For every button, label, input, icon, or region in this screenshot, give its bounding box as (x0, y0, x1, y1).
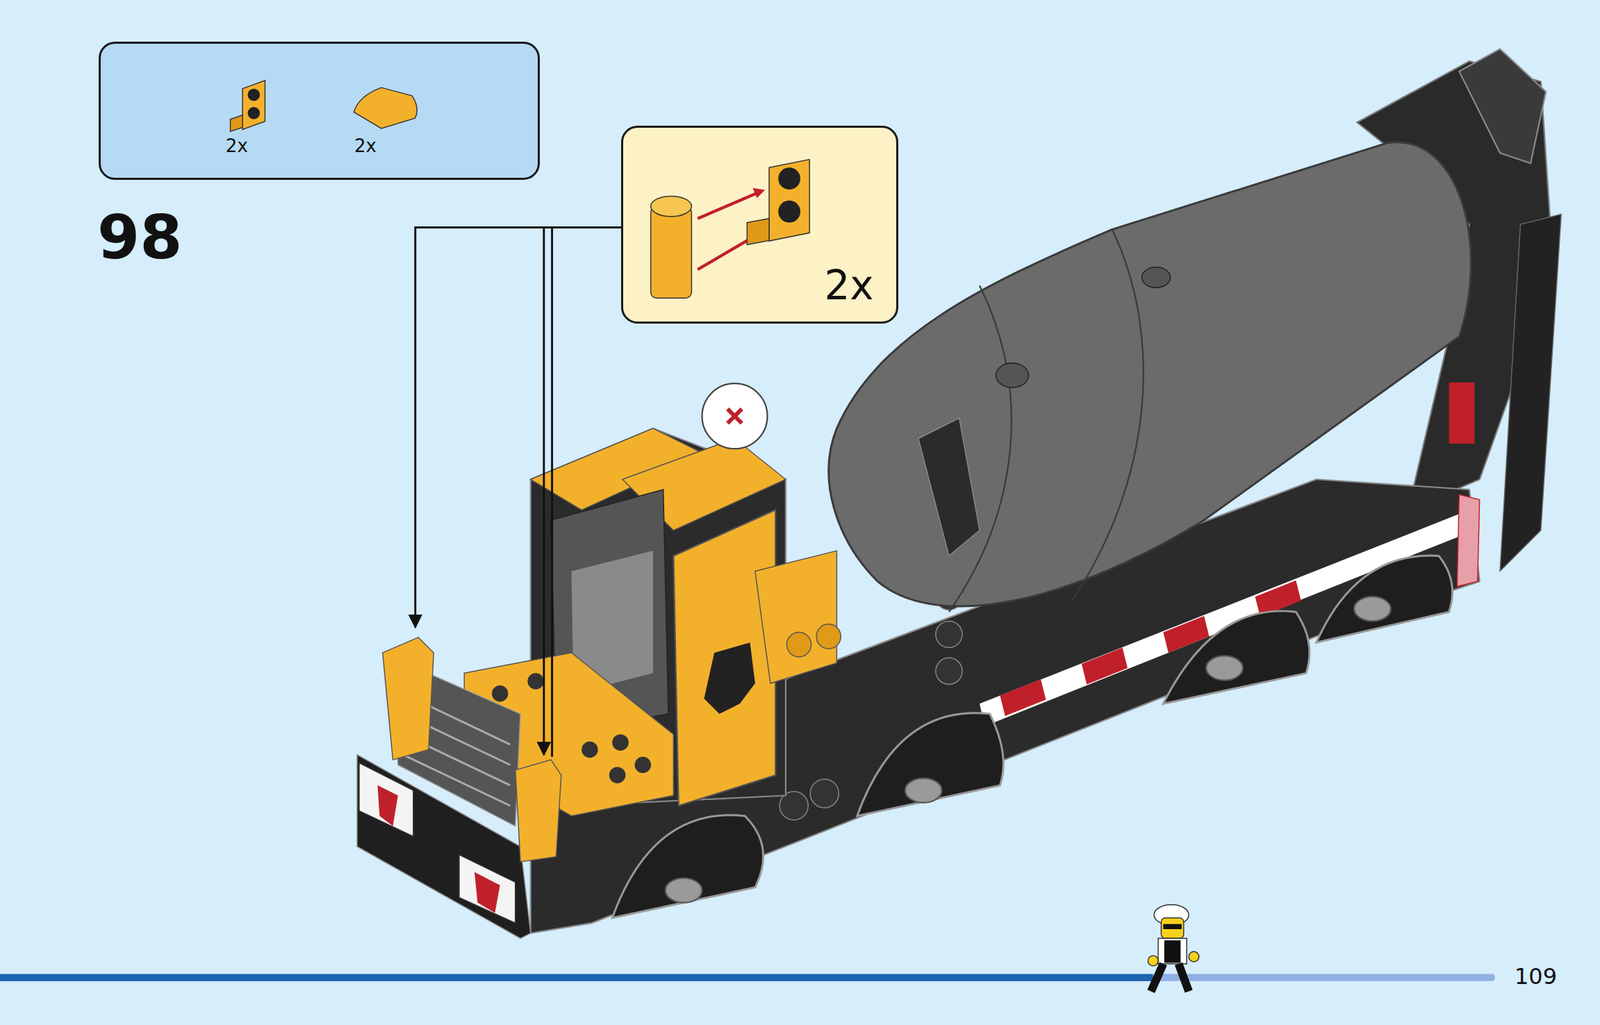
minifigure (1147, 905, 1199, 993)
submodel-callout: 2x (621, 125, 898, 324)
progress-bar-rest (1153, 974, 1496, 982)
parts-list-panel: 2x 2x (98, 41, 540, 180)
part-count: 2x (354, 136, 377, 155)
part-icons (100, 43, 542, 182)
page-number: 109 (1514, 965, 1557, 988)
part-count: 2x (225, 136, 249, 155)
step-number: 98 (97, 207, 183, 269)
progress-bar (0, 974, 1154, 982)
truck-cab (357, 383, 841, 939)
mixer-drum (828, 142, 1471, 613)
callout-arrows (415, 227, 622, 758)
part-count: 2x (823, 265, 874, 306)
